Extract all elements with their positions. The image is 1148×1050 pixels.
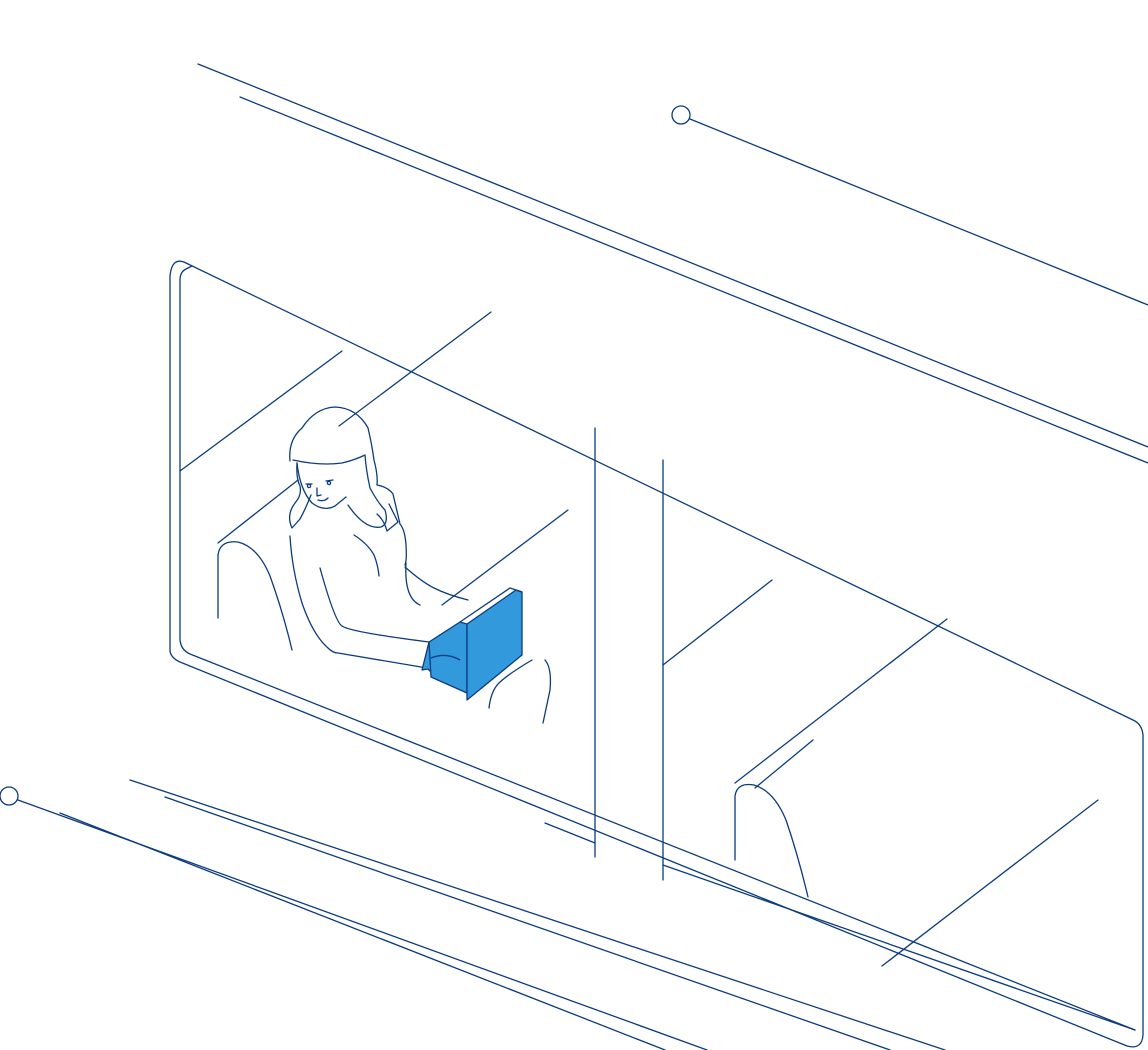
desk-divider	[734, 618, 948, 784]
laptop-screen	[466, 589, 523, 701]
chair	[217, 541, 293, 651]
laptop-edge	[430, 587, 523, 661]
person-arm	[319, 567, 430, 643]
person-bangs	[292, 454, 387, 528]
top-rail-line	[197, 63, 1148, 448]
top-rail-line	[239, 96, 1148, 464]
floor-line	[59, 812, 666, 1050]
desk-divider	[441, 509, 569, 606]
person-collar	[353, 534, 380, 577]
line-art	[0, 63, 1148, 1050]
window-frame-inner	[179, 265, 1136, 1031]
desk-divider	[179, 350, 343, 472]
person-nose-mouth	[316, 487, 329, 502]
person-eye	[326, 480, 332, 486]
person-leg	[488, 659, 552, 724]
desk-divider	[881, 799, 1099, 967]
person-body	[289, 535, 434, 670]
person-arm-right	[404, 566, 469, 601]
person-hair-right	[376, 503, 399, 532]
connector-line	[689, 118, 1148, 306]
desk-divider	[662, 579, 773, 666]
desk-divider	[338, 311, 492, 427]
node-circle	[671, 105, 691, 125]
person-eye	[306, 483, 312, 489]
window-frame-outer	[169, 260, 1144, 1048]
person-hair	[289, 406, 407, 566]
node-circle	[0, 786, 19, 806]
desk-divider	[217, 479, 299, 544]
floor-line	[129, 779, 946, 1050]
chair	[734, 783, 809, 898]
floor-line	[164, 796, 891, 1050]
laptop-base	[428, 621, 468, 694]
pillar-base	[544, 822, 1136, 1031]
desk-divider	[754, 739, 814, 789]
person-face	[296, 462, 347, 510]
laptop	[421, 587, 523, 701]
person-hair-left	[288, 462, 312, 529]
window-pillar	[594, 427, 664, 881]
